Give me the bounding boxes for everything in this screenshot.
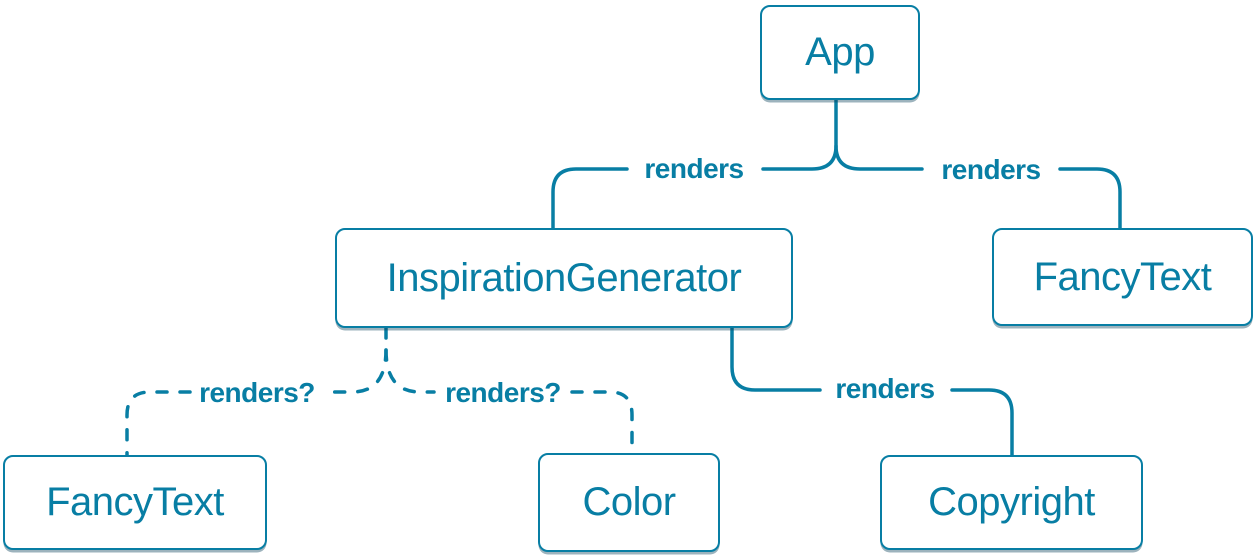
node-app: App [760,5,920,100]
node-color-label: Color [582,480,676,524]
edge-label-app-inspirationgenerator: renders [644,153,744,184]
node-inspiration-generator: InspirationGenerator [335,228,793,328]
edge-inspirationgenerator-color-segment-right [570,390,634,455]
node-fancy-text-top-label: FancyText [1033,254,1212,299]
node-color: Color [538,453,720,552]
edge-app-inspirationgenerator-segment-right [761,98,838,171]
edge-label-app-fancytext: renders [941,154,1041,185]
edge-app-fancytext-segment-right [1058,167,1122,230]
node-copyright-label: Copyright [928,480,1095,524]
edge-label-inspirationgenerator-copyright: renders [835,373,935,404]
edge-inspirationgenerator-color-segment-left [384,348,436,394]
node-fancy-text-bottom: FancyText [3,455,267,550]
edge-label-inspirationgenerator-color: renders? [445,377,561,408]
node-fancy-text-top: FancyText [992,228,1253,326]
node-inspiration-generator-label: InspirationGenerator [386,255,742,300]
edge-label-inspirationgenerator-fancytext: renders? [199,377,315,408]
edge-app-inspirationgenerator-segment-left [551,167,629,230]
node-app-label: App [805,30,875,74]
node-fancy-text-bottom-label: FancyText [46,480,224,524]
edge-inspirationgenerator-copyright-segment-right [950,388,1014,457]
edge-inspirationgenerator-fancytext-segment-left [125,390,192,457]
node-copyright: Copyright [880,455,1143,550]
edge-app-fancytext-segment-left [834,144,924,171]
edge-inspirationgenerator-fancytext-segment-right [328,348,388,394]
edge-inspirationgenerator-copyright-segment-left [730,326,822,392]
